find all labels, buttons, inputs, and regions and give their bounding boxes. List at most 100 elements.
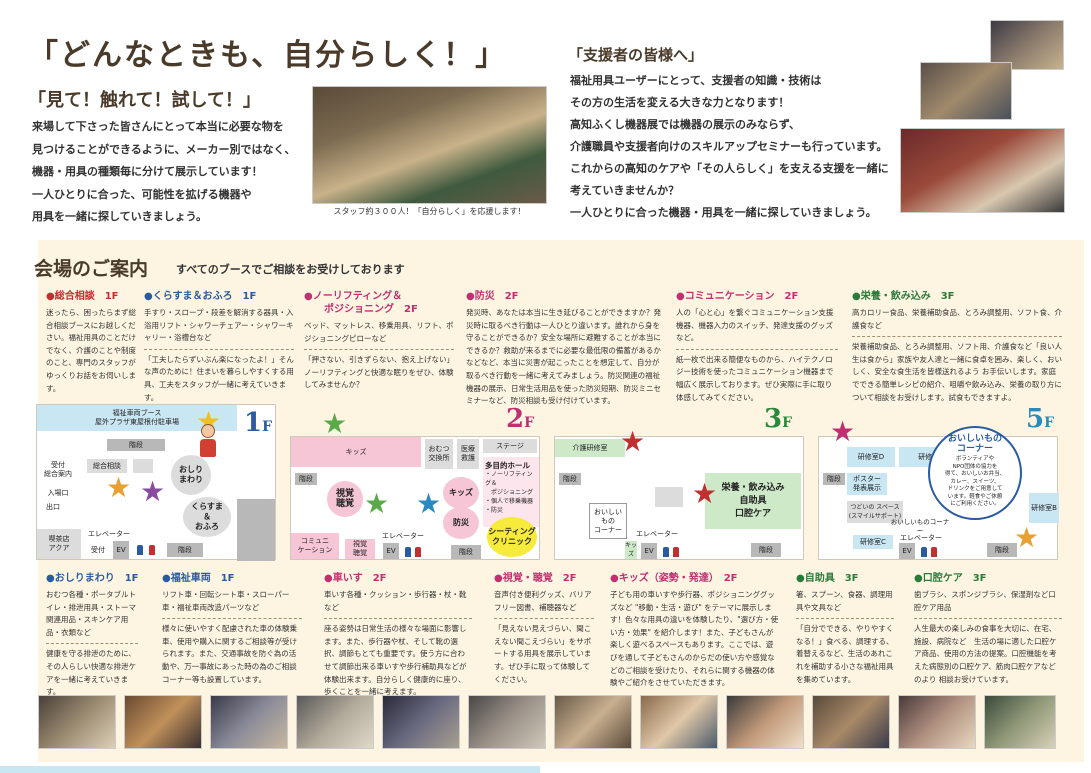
- sub-title: 「見て！触れて！試して！」: [28, 90, 261, 111]
- floor-number: 2: [506, 404, 525, 434]
- visual-booth: 視覚 聴覚: [327, 481, 363, 517]
- intro-line: 来場して下さった皆さんにとって本当に必要な物を: [32, 120, 284, 133]
- entrance: 入場口: [47, 488, 69, 497]
- category-head: ●総合相談 1F: [46, 291, 119, 302]
- kids-room: キッズ: [625, 541, 638, 559]
- divider: [162, 618, 302, 620]
- star-icon: ★: [692, 477, 718, 510]
- medical-room: 医療 救護: [457, 439, 479, 469]
- category-body: 音声付き便利グッズ、バリアフリー図書、補聴器など: [494, 590, 592, 612]
- training-room: 介護研修室: [555, 439, 625, 457]
- intro-line: 一人ひとりに合った、可能性を拡げる機器や: [32, 187, 252, 201]
- gray-block: [237, 499, 275, 561]
- intro-line: 用具を一緒に探していきましょう。: [32, 210, 208, 223]
- category-body: 発災時、あなたは本当に生き延びることができますか？発災時に取るべき行動は一人ひと…: [466, 308, 661, 406]
- floor-number: 5: [1026, 404, 1045, 434]
- male-toilet-icon: [405, 547, 411, 557]
- category-head: ●防災 2F: [466, 291, 519, 302]
- category-oral-care: ●口腔ケア 3F 歯ブラシ、スポンジブラシ、保湿剤など口腔ケア用品 人生最大の楽…: [914, 572, 1062, 686]
- intro-line: 見つけることができるように、メーカー別ではなく、: [32, 142, 296, 156]
- stairs: 階段: [107, 439, 165, 451]
- general-consultation: 総合相談: [87, 459, 127, 473]
- seminar-photo-2: [920, 62, 1012, 120]
- divider: [324, 618, 472, 620]
- category-body: 紙一枚で出来る簡便なものから、ハイテクノロジー技術を使ったコミュニケーション機器…: [676, 354, 834, 402]
- category-visual: ●視覚・聴覚 2F 音声付き便利グッズ、バリアフリー図書、補聴器など 「見えない…: [494, 572, 594, 686]
- stage: ステージ: [483, 439, 537, 453]
- supporter-line: 介護職員や支援者向けのスキルアップセミナーも行っています。: [570, 140, 888, 153]
- supporter-title: 「支援者の皆様へ」: [568, 46, 704, 64]
- floor-number: 1: [244, 408, 263, 438]
- oishii-corner: おいしい もの コーナー: [589, 503, 627, 539]
- elevator-label: エレベーター: [382, 531, 424, 540]
- reception-label: 受付: [91, 545, 105, 554]
- parking-label: 屋外プラザ東屋根付駐車場: [95, 418, 179, 426]
- category-communication: ●コミュニケーション 2F 人の「心と心」を繋ぐコミュニケーション支援機器、機器…: [676, 290, 838, 404]
- floor-suffix: F: [1044, 415, 1055, 431]
- category-nolifting: ●ノーリフティング＆ ポジショニング 2F ベッド、マットレス、移乗用具、リフト…: [304, 290, 454, 392]
- oishii-bubble: おいしいもの コーナー ボランティアや NPO団体の協力を 得て、おいしいお弁当…: [928, 426, 1022, 520]
- event-photo: [984, 695, 1056, 749]
- category-body: 人生最大の楽しみの食事を大切に、在宅、施設、病院など 生活の場に適した口腔ケア商…: [914, 624, 1057, 684]
- category-body: 歯ブラシ、スポンジブラシ、保湿剤など口腔ケア用品: [914, 590, 1056, 612]
- booth: [133, 459, 153, 473]
- category-self-help: ●自助具 3F 箸、スプーン、食器、調理用具や文具など 「自分でできる、やりやす…: [796, 572, 894, 686]
- communication-room: コミュニ ケーション: [291, 533, 339, 559]
- stairs: 階段: [823, 473, 845, 485]
- supporter-text: 福祉用具ユーザーにとって、支援者の知識・技術は その方の生活を変える大きな力とな…: [570, 70, 910, 224]
- divider: [676, 348, 838, 350]
- female-toilet-icon: [149, 545, 155, 555]
- supporter-line: これからの高知のケアや「その人らしく」を支える支援を一緒に: [570, 162, 889, 175]
- category-head: ●自助具 3F: [796, 573, 859, 584]
- category-body: 人の「心と心」を繋ぐコミュニケーション支援機器、機器入力のスイッチ、発達支援のグ…: [676, 308, 834, 343]
- female-toilet-icon: [931, 547, 937, 557]
- category-kurasuma: ●くらすま＆おふろ 1F 手すり・スロープ・段差を解消する器具・入浴用リフト・シ…: [144, 290, 294, 404]
- stairs: 階段: [751, 543, 781, 557]
- star-icon: ★: [322, 407, 348, 440]
- star-icon: ★: [106, 471, 132, 504]
- staff-photo: [312, 86, 547, 204]
- category-head: ポジショニング 2F: [324, 304, 418, 315]
- floor-map-1f: 福祉車両ブース 屋外プラザ東屋根付駐車場 階段 受付 総合案内 入場口 出口 総…: [36, 404, 276, 561]
- floor-map-2f: キッズ おむつ 交換所 医療 救護 ステージ 多目的ホール ・ノーリフティング＆…: [290, 436, 540, 560]
- category-body: 栄養補助食品、とろみ調整用、ソフト用、介護食など「良い人生は食から」家族や友人達…: [852, 342, 1062, 402]
- category-body: おむつ各種・ポータブルトイレ・排泄用具・ストーマ関連用品・スキンケア用品・衣類な…: [46, 590, 136, 637]
- supporter-line: 考えていきませんか？: [570, 184, 680, 197]
- category-head: ●キッズ（姿勢・発達） 2F: [610, 573, 738, 584]
- hall-title: 多目的ホール: [485, 461, 530, 470]
- category-body: ベッド、マットレス、移乗用具、リフト、ポジショニングピローなど: [304, 321, 454, 343]
- male-toilet-icon: [137, 545, 143, 555]
- category-body: 様々に使いやすく配慮された車の体験乗車、使用や購入に関するご相談等が受けられます…: [162, 624, 297, 684]
- ev-box: EV: [641, 543, 657, 559]
- category-kids: ●キッズ（姿勢・発達） 2F 子ども用の車いすや歩行器、ポジショニンググッズなど…: [610, 572, 780, 690]
- guide-subtitle: すべてのブースでご相談をお受けしております: [176, 263, 405, 276]
- floor-suffix: F: [524, 415, 535, 431]
- divider: [914, 618, 1062, 620]
- category-head: ●ノーリフティング＆: [304, 291, 403, 302]
- supporter-line: その方の生活を変える大きな力となります！: [570, 96, 790, 109]
- ev-box: EV: [899, 543, 915, 559]
- bubble-title: おいしいもの コーナー: [947, 434, 1002, 454]
- event-photo: [124, 695, 202, 749]
- event-photo: [726, 695, 804, 749]
- divider: [46, 643, 138, 645]
- star-icon: ★: [416, 487, 442, 520]
- floor-label: 3F: [764, 406, 792, 436]
- category-body: 「自分でできる、やりやすくなる！」食べる、調理する、着替えるなど、生活のあれこれ…: [796, 624, 894, 684]
- star-icon: ★: [364, 487, 390, 520]
- category-body: 箸、スプーン、食器、調理用具や文具など: [796, 590, 893, 612]
- event-photo: [898, 695, 976, 749]
- seminar-photo-3: [900, 128, 1065, 213]
- cafe-aqua: 喫茶店 アクア: [37, 529, 81, 559]
- tsudoi-space: つどいの スペース (スマイルサポート): [847, 501, 903, 523]
- floor-label: 5F: [1026, 406, 1054, 436]
- mascot-figure: [198, 424, 218, 458]
- kids-area: キッズ: [291, 437, 421, 467]
- room-b: 研修室B: [1029, 493, 1059, 523]
- floor-label: 1F: [244, 410, 272, 440]
- omutsu-room: おむつ 交換所: [425, 439, 453, 469]
- stairs: 階段: [559, 473, 581, 485]
- category-body: 「見えない見えづらい、聞こえない聞こえづらい」をサポートする用具を展示しています…: [494, 624, 592, 684]
- oishii-corner-label: おいしいものコーナー: [890, 518, 950, 535]
- elevator-label: エレベーター: [900, 533, 942, 542]
